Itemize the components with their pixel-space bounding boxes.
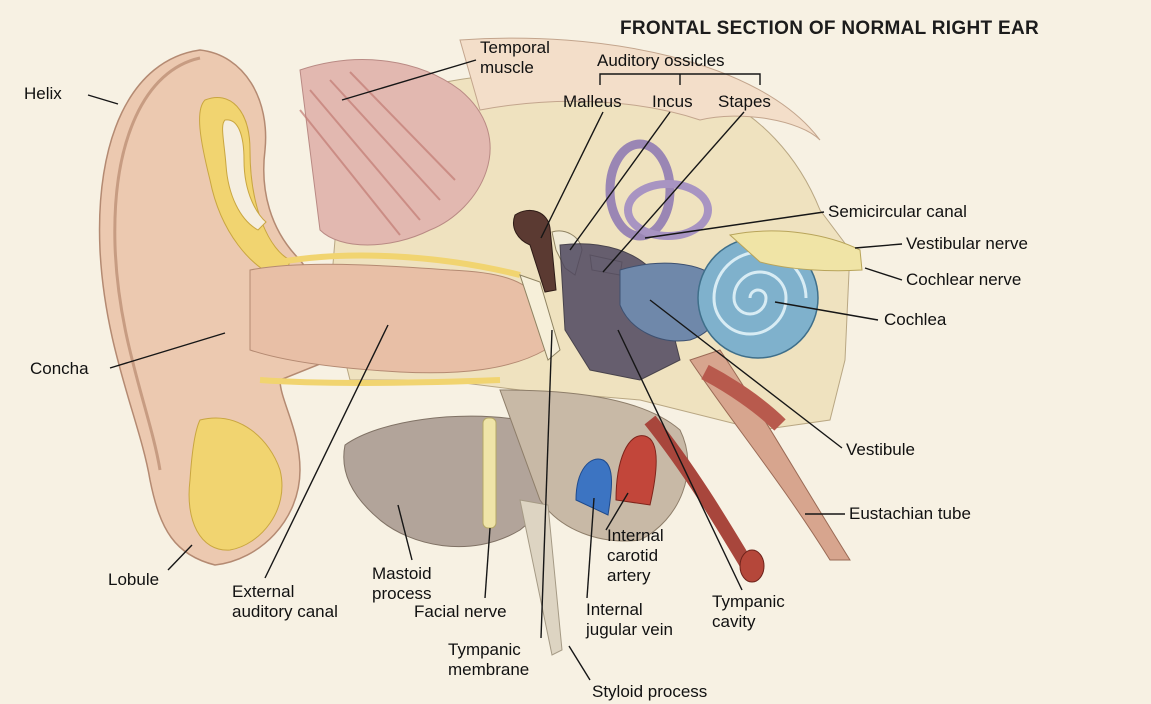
label-tympanic-membrane: Tympanic membrane xyxy=(448,640,529,680)
label-eustachian-tube: Eustachian tube xyxy=(849,504,971,524)
facial-nerve-shape xyxy=(483,418,496,528)
label-concha: Concha xyxy=(30,359,89,379)
label-helix: Helix xyxy=(24,84,62,104)
label-internal-jugular-vein: Internal jugular vein xyxy=(586,600,673,640)
label-internal-carotid-artery: Internal carotid artery xyxy=(607,526,664,586)
label-facial-nerve: Facial nerve xyxy=(414,602,507,622)
label-temporal-muscle: Temporal muscle xyxy=(480,38,550,78)
label-styloid-process: Styloid process xyxy=(592,682,707,702)
label-external-auditory-canal: External auditory canal xyxy=(232,582,338,622)
label-tympanic-cavity: Tympanic cavity xyxy=(712,592,785,632)
canal-lining-lower xyxy=(260,380,500,383)
label-cochlear-nerve: Cochlear nerve xyxy=(906,270,1021,290)
ear-canal xyxy=(250,264,545,373)
label-malleus: Malleus xyxy=(563,92,622,112)
label-vestibular-nerve: Vestibular nerve xyxy=(906,234,1028,254)
diagram-title: FRONTAL SECTION OF NORMAL RIGHT EAR xyxy=(620,18,1039,40)
label-auditory-ossicles: Auditory ossicles xyxy=(597,51,725,71)
label-lobule: Lobule xyxy=(108,570,159,590)
label-stapes: Stapes xyxy=(718,92,771,112)
label-semicircular-canal: Semicircular canal xyxy=(828,202,967,222)
label-mastoid-process: Mastoid process xyxy=(372,564,432,604)
label-vestibule: Vestibule xyxy=(846,440,915,460)
label-incus: Incus xyxy=(652,92,693,112)
label-cochlea: Cochlea xyxy=(884,310,946,330)
vessel-lower-end xyxy=(740,550,764,582)
